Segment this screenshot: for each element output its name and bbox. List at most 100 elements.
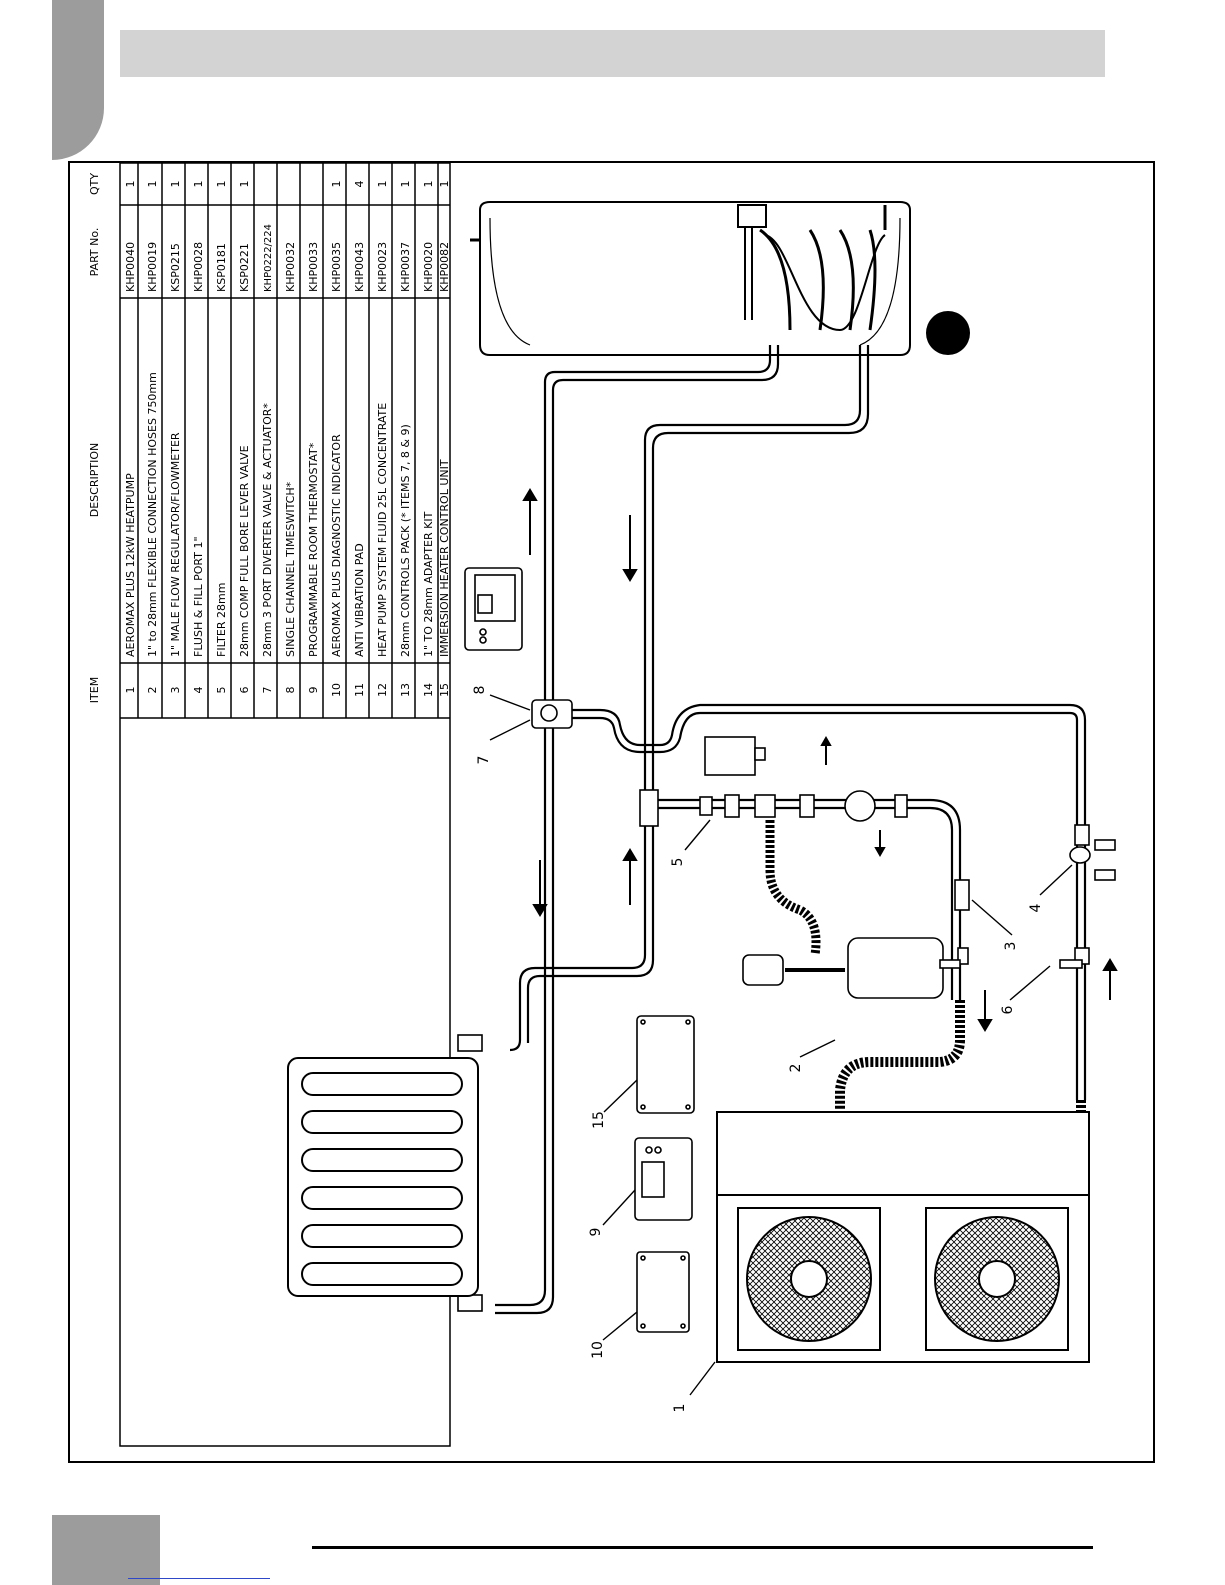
table-row-item: 10 [330,683,343,697]
callout-15: 15 [591,1111,607,1129]
footer-page-block [52,1515,160,1585]
table-row-description: 1" to 28mm FLEXIBLE CONNECTION HOSES 750… [146,372,159,657]
table-row-description: SINGLE CHANNEL TIMESWITCH* [284,481,297,657]
page-tab [52,0,104,160]
table-row-description: FLUSH & FILL PORT 1" [192,536,205,657]
header-item: ITEM [88,677,101,703]
header-bar [120,30,1105,77]
table-row-part-no: KSP0181 [215,243,228,292]
table-row-description: AEROMAX PLUS 12kW HEATPUMP [124,473,137,657]
table-row-qty: 1 [146,181,159,188]
reference-dot [926,311,970,355]
flow-arrows [522,488,1118,1032]
table-row-description: FILTER 28mm [215,583,228,657]
table-row-description: PROGRAMMABLE ROOM THERMOSTAT* [307,442,320,657]
table-row-qty: 1 [399,181,412,188]
table-row-item: 2 [146,687,159,694]
hot-water-cylinder [470,201,911,356]
table-row-item: 5 [215,687,228,694]
callout-3: 3 [1003,942,1019,951]
leader-lines [489,694,1073,1396]
callout-7: 7 [476,756,492,765]
pipework [495,345,1087,1315]
actuator-icon [704,736,756,776]
table-row-part-no: KHP0019 [146,242,159,292]
header-description: DESCRIPTION [88,443,101,517]
table-row-part-no: KHP0035 [330,242,343,292]
table-row-part-no: KHP0033 [307,242,320,292]
table-row-item: 12 [376,683,389,697]
table-row-qty: 1 [238,181,251,188]
table-row-description: IMMERSION HEATER CONTROL UNIT [438,459,451,657]
table-row-part-no: KHP0222/224 [263,224,274,292]
table-row-qty: 1 [169,181,182,188]
table-row-part-no: KHP0032 [284,242,297,292]
callout-labels: 1 2 3 4 5 6 7 8 9 10 15 [472,686,1044,1413]
parts-table [119,162,451,1447]
radiator [287,1057,479,1297]
callout-6: 6 [1000,1005,1016,1014]
flush-fill-port-icon [1069,846,1091,864]
callout-10: 10 [590,1341,606,1359]
table-row-item: 14 [422,683,435,697]
diagram-frame [68,161,1155,1463]
table-row-item: 8 [284,687,297,694]
callout-1: 1 [672,1404,688,1413]
table-row-item: 3 [169,687,182,694]
parts-table-text: ITEM DESCRIPTION PART No. QTY 1 AEROMAX … [88,173,451,704]
table-row-description: 1" TO 28mm ADAPTER KIT [422,511,435,657]
table-row-description: 28mm CONTROLS PACK (* ITEMS 7, 8 & 9) [399,424,412,657]
callout-2: 2 [788,1064,804,1073]
callout-8: 8 [472,686,488,695]
table-row-part-no: KHP0043 [353,242,366,292]
table-row-item: 1 [124,687,137,694]
radiator-valve-icon [457,1294,483,1312]
table-row-item: 11 [353,683,366,697]
table-row-qty: 1 [124,181,137,188]
table-row-qty: 1 [376,181,389,188]
table-row-qty: 1 [438,181,451,188]
table-row-qty: 1 [422,181,435,188]
table-row-description: 28mm 3 PORT DIVERTER VALVE & ACTUATOR* [261,403,274,657]
table-row-part-no: KSP0215 [169,243,182,292]
table-row-description: 28mm COMP FULL BORE LEVER VALVE [238,445,251,657]
table-row-item: 13 [399,683,412,697]
table-row-part-no: KHP0040 [124,242,137,292]
table-row-part-no: KHP0023 [376,242,389,292]
flowmeter-icon [954,879,970,911]
heat-pump-unit [716,1111,1090,1363]
table-row-description: HEAT PUMP SYSTEM FLUID 25L CONCENTRATE [376,403,389,657]
table-row-description: AEROMAX PLUS DIAGNOSTIC INDICATOR [330,434,343,657]
table-row-item: 15 [438,683,451,697]
pump-icon [844,790,876,822]
table-row-item: 4 [192,687,205,694]
header-qty: QTY [88,173,101,195]
table-row-part-no: KHP0082 [438,242,451,292]
tee-fitting-icon [639,789,659,827]
table-row-description: ANTI VIBRATION PAD [353,543,366,657]
table-row-item: 9 [307,687,320,694]
control-units [634,1015,695,1333]
table-row-part-no: KHP0028 [192,242,205,292]
table-row-part-no: KHP0020 [422,242,435,292]
callout-4: 4 [1028,903,1044,912]
immersion-control-unit-icon [636,1015,695,1114]
table-row-qty: 4 [353,181,366,188]
radiator-valve-icon [457,1034,483,1052]
callout-5: 5 [670,858,686,867]
table-row-qty: 1 [192,181,205,188]
diagnostic-indicator-icon [636,1251,690,1333]
table-row-part-no: KSP0221 [238,243,251,292]
footer-link-underline [128,1578,270,1579]
table-row-part-no: KHP0037 [399,242,412,292]
expansion-vessel [742,937,1083,999]
table-row-item: 6 [238,687,251,694]
table-row-item: 7 [261,687,274,694]
table-row-description: 1" MALE FLOW REGULATOR/FLOWMETER [169,432,182,657]
timeswitch [464,567,523,651]
callout-9: 9 [588,1228,604,1237]
table-row-qty: 1 [330,181,343,188]
footer-rule [312,1546,1093,1549]
header-part-no: PART No. [88,228,101,277]
